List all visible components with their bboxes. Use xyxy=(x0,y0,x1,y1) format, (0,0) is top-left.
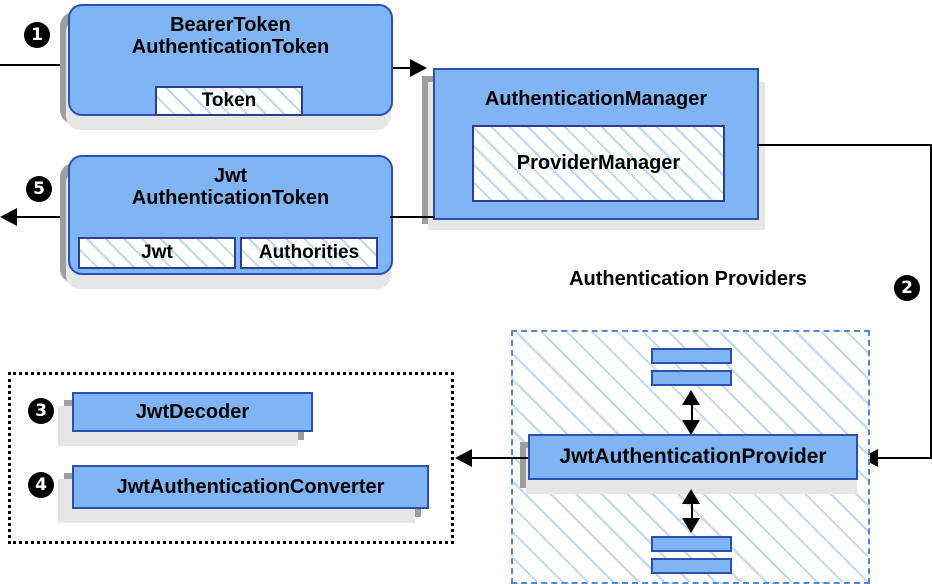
bearer-token-sub-token: Token xyxy=(155,86,303,116)
auth-manager-sub-provider-manager-label: ProviderManager xyxy=(516,152,681,174)
arrow-down-top-provider-link xyxy=(682,420,700,435)
node-jwt-authentication-token[interactable]: Jwt AuthenticationToken Jwt Authorities xyxy=(68,155,393,275)
connector-response-out xyxy=(14,216,72,218)
connector-bottom-provider-link xyxy=(691,493,693,524)
connector-right-vertical-segment xyxy=(930,144,932,459)
jwt-converter-label: JwtAuthenticationConverter xyxy=(116,475,385,498)
arrow-provider-to-helpers xyxy=(455,449,472,467)
badge-5: 5 xyxy=(26,176,52,202)
connector-top-provider-link xyxy=(691,394,693,426)
provider-bar-bottom-1 xyxy=(651,536,732,552)
jwt-token-sub-jwt: Jwt xyxy=(78,237,236,269)
jwt-provider-label: JwtAuthenticationProvider xyxy=(559,445,827,468)
arrow-down-bottom-provider-link xyxy=(682,518,700,533)
connector-into-provider-segment xyxy=(878,457,932,459)
badge-1: 1 xyxy=(24,22,50,48)
providers-group-title: Authentication Providers xyxy=(569,268,807,290)
provider-bar-top-1 xyxy=(651,348,732,364)
provider-bar-top-2 xyxy=(651,370,732,386)
node-jwt-authentication-converter[interactable]: JwtAuthenticationConverter xyxy=(72,465,429,509)
bearer-token-title: BearerToken AuthenticationToken xyxy=(131,14,330,59)
jwt-token-sub-jwt-label: Jwt xyxy=(141,242,173,263)
connector-token-to-manager xyxy=(393,67,418,69)
jwt-token-title: Jwt AuthenticationToken xyxy=(131,165,330,210)
node-authentication-manager[interactable]: AuthenticationManager ProviderManager xyxy=(433,68,759,220)
provider-bar-bottom-2 xyxy=(651,558,732,574)
badge-2: 2 xyxy=(894,275,920,301)
connector-provider-to-helpers xyxy=(470,457,528,459)
connector-request-in xyxy=(0,64,70,66)
node-jwt-authentication-provider[interactable]: JwtAuthenticationProvider xyxy=(528,434,858,480)
arrow-response-out xyxy=(0,208,17,226)
bearer-token-sub-token-label: Token xyxy=(201,90,257,111)
group-jwt-helpers xyxy=(8,372,454,544)
badge-3: 3 xyxy=(28,398,54,424)
connector-manager-right-segment xyxy=(757,144,932,146)
arrow-token-to-manager xyxy=(410,59,427,77)
jwt-decoder-label: JwtDecoder xyxy=(135,400,250,423)
auth-manager-title: AuthenticationManager xyxy=(484,88,708,110)
node-bearer-token-authentication-token[interactable]: BearerToken AuthenticationToken Token xyxy=(68,4,393,116)
jwt-token-sub-authorities-label: Authorities xyxy=(258,242,360,263)
badge-4: 4 xyxy=(28,472,54,498)
connector-manager-to-jwt-token xyxy=(390,216,435,218)
jwt-token-sub-authorities: Authorities xyxy=(240,237,378,269)
auth-manager-sub-provider-manager: ProviderManager xyxy=(472,125,725,202)
node-jwt-decoder[interactable]: JwtDecoder xyxy=(72,392,313,432)
